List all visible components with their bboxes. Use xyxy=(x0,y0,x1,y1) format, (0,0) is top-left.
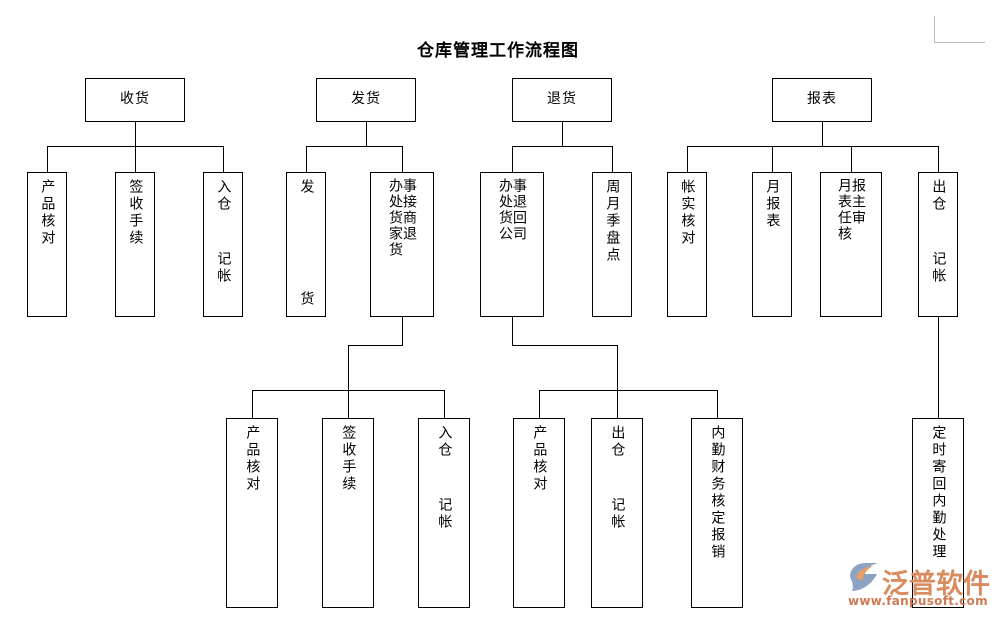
edge-n44-n441 xyxy=(938,317,939,418)
edge-n4-n44 xyxy=(938,146,939,172)
edge-n4-n43 xyxy=(851,146,852,172)
node-label: 月报表 xyxy=(764,179,781,230)
node-label: 发 货 xyxy=(298,179,315,308)
node-label-col-2: 办处货家货 xyxy=(387,178,403,258)
node-label: 入仓 记帐 xyxy=(215,179,232,285)
node-label-columns: 报主审 月表任核 xyxy=(836,178,866,316)
node-label: 入仓 记帐 xyxy=(436,425,453,531)
edge-n31-drop xyxy=(512,317,513,345)
node-label: 周月季盘点 xyxy=(604,179,621,264)
edge-n22-drop xyxy=(402,317,403,345)
node-label: 产品核对 xyxy=(531,425,548,493)
node-instock-bookkeeping-return[interactable]: 入仓 记帐 xyxy=(418,418,470,608)
node-label-col-2: 月表任核 xyxy=(836,178,852,242)
edge-n22-n222 xyxy=(348,390,349,418)
edge-n4-n42 xyxy=(772,146,773,172)
edge-n31-stem xyxy=(617,345,618,390)
node-outstock-bookkeeping-company-return[interactable]: 出仓 记帐 xyxy=(591,418,643,608)
edge-n1-n11 xyxy=(47,146,48,172)
node-weekly-monthly-quarterly-stocktake[interactable]: 周月季盘点 xyxy=(592,172,632,317)
edge-n1-n12 xyxy=(135,146,136,172)
node-label: 内勤财务核定报销 xyxy=(709,425,726,561)
edge-n31-n312 xyxy=(617,390,618,418)
node-signoff-receiving[interactable]: 签收手续 xyxy=(115,172,155,317)
node-scheduled-mail-back-internal[interactable]: 定时寄回内勤处理 xyxy=(912,418,964,608)
edge-n22-n221 xyxy=(252,390,253,418)
edge-n22-offset xyxy=(348,345,403,346)
node-label: 帐实核对 xyxy=(679,179,696,247)
node-label: 签收手续 xyxy=(340,425,357,493)
node-label-col-1: 事退回司 xyxy=(511,178,527,242)
node-label-col-1: 报主审 xyxy=(850,178,866,226)
edge-n2-n21 xyxy=(306,146,307,172)
edge-n4-stem xyxy=(822,122,823,146)
node-monthly-report[interactable]: 月报表 xyxy=(752,172,792,317)
edge-n2-n22 xyxy=(402,146,403,172)
node-label: 出仓 记帐 xyxy=(930,179,947,285)
node-shipping[interactable]: 发货 xyxy=(316,78,416,122)
brand-logo-icon xyxy=(850,563,878,591)
node-report-review[interactable]: 报主审 月表任核 xyxy=(820,172,882,317)
node-label: 签收手续 xyxy=(127,179,144,247)
node-label-col-1: 事接商退 xyxy=(401,178,417,242)
edge-n3-n32 xyxy=(612,146,613,172)
node-ship-goods[interactable]: 发 货 xyxy=(286,172,326,317)
node-account-stock-reconcile[interactable]: 帐实核对 xyxy=(667,172,707,317)
edge-n31-offset xyxy=(512,345,617,346)
edge-n1-stem xyxy=(135,122,136,146)
node-product-check-receiving[interactable]: 产品核对 xyxy=(27,172,67,317)
node-receiving[interactable]: 收货 xyxy=(85,78,185,122)
edge-n3-bus xyxy=(512,146,612,147)
edge-n3-n31 xyxy=(512,146,513,172)
node-label: 产品核对 xyxy=(244,425,261,493)
node-reports-label: 报表 xyxy=(807,91,837,108)
edge-n31-n313 xyxy=(717,390,718,418)
node-returns[interactable]: 退货 xyxy=(512,78,612,122)
edge-n22-n223 xyxy=(444,390,445,418)
page-title: 仓库管理工作流程图 xyxy=(417,41,579,61)
edge-n1-n13 xyxy=(223,146,224,172)
node-receiving-label: 收货 xyxy=(120,91,150,108)
node-office-handle-merchant-return[interactable]: 事接商退 办处货家货 xyxy=(370,172,434,317)
node-internal-finance-approval-reimbursement[interactable]: 内勤财务核定报销 xyxy=(691,418,743,608)
node-returns-label: 退货 xyxy=(547,91,577,108)
edge-n4-n41 xyxy=(687,146,688,172)
edge-n22-stem xyxy=(348,345,349,390)
node-reports[interactable]: 报表 xyxy=(772,78,872,122)
node-label: 出仓 记帐 xyxy=(609,425,626,531)
edge-n2-stem xyxy=(366,122,367,146)
edge-n2-bus xyxy=(306,146,402,147)
node-label: 定时寄回内勤处理 xyxy=(930,425,947,561)
edge-n3-stem xyxy=(562,122,563,146)
node-instock-bookkeeping-receiving[interactable]: 入仓 记帐 xyxy=(203,172,243,317)
edge-n4-bus xyxy=(687,146,938,147)
node-signoff-return[interactable]: 签收手续 xyxy=(322,418,374,608)
node-product-check-company-return[interactable]: 产品核对 xyxy=(513,418,565,608)
node-label-columns: 事退回司 办处货公 xyxy=(497,178,527,316)
node-product-check-return[interactable]: 产品核对 xyxy=(226,418,278,608)
node-label: 产品核对 xyxy=(39,179,56,247)
edge-n31-bus xyxy=(539,390,717,391)
node-office-return-to-company[interactable]: 事退回司 办处货公 xyxy=(480,172,544,317)
node-label-columns: 事接商退 办处货家货 xyxy=(387,178,417,316)
edge-n31-n311 xyxy=(539,390,540,418)
node-label-col-2: 办处货公 xyxy=(497,178,513,242)
node-shipping-label: 发货 xyxy=(351,91,381,108)
page-corner-mark xyxy=(934,16,985,43)
node-outstock-bookkeeping-reports[interactable]: 出仓 记帐 xyxy=(918,172,958,317)
